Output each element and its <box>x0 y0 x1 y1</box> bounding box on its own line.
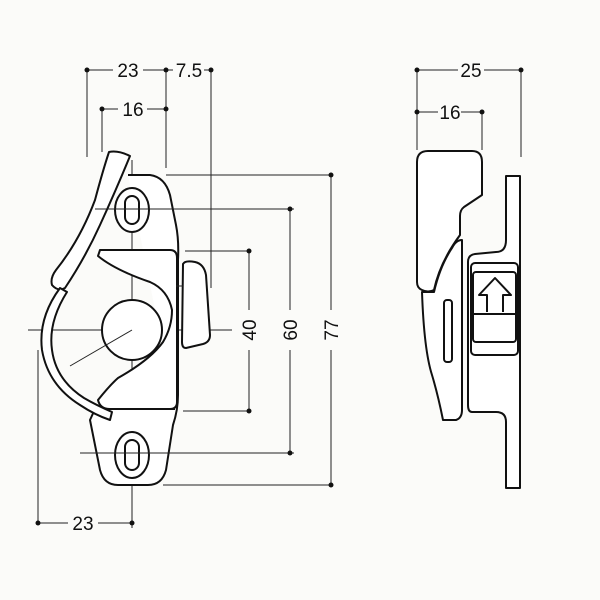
release-lever <box>181 260 211 349</box>
up-arrow-icon <box>478 277 512 312</box>
front-view: 23 7.5 16 77 60 40 23 <box>28 61 343 535</box>
dim-total-depth: 25 <box>460 61 481 82</box>
side-handle-lip <box>421 239 463 421</box>
dim-radius: 23 <box>72 514 93 535</box>
side-view: 25 16 <box>414 61 524 489</box>
cam-body <box>97 249 178 410</box>
top-screw-slot-inner <box>124 195 140 225</box>
dim-total-height: 77 <box>322 319 343 340</box>
radius-leader <box>69 329 133 367</box>
crescent-handle-lip <box>40 287 113 421</box>
dim-handle-depth: 16 <box>439 103 460 124</box>
dim-cam-height: 40 <box>240 319 261 340</box>
dim-top-width: 23 <box>117 61 138 82</box>
side-spindle <box>443 299 453 363</box>
dim-lever-offset: 7.5 <box>176 61 202 82</box>
dim-handle-offset: 16 <box>122 100 143 121</box>
bottom-screw-slot-inner <box>124 439 140 471</box>
dim-hole-pitch: 60 <box>281 319 302 340</box>
